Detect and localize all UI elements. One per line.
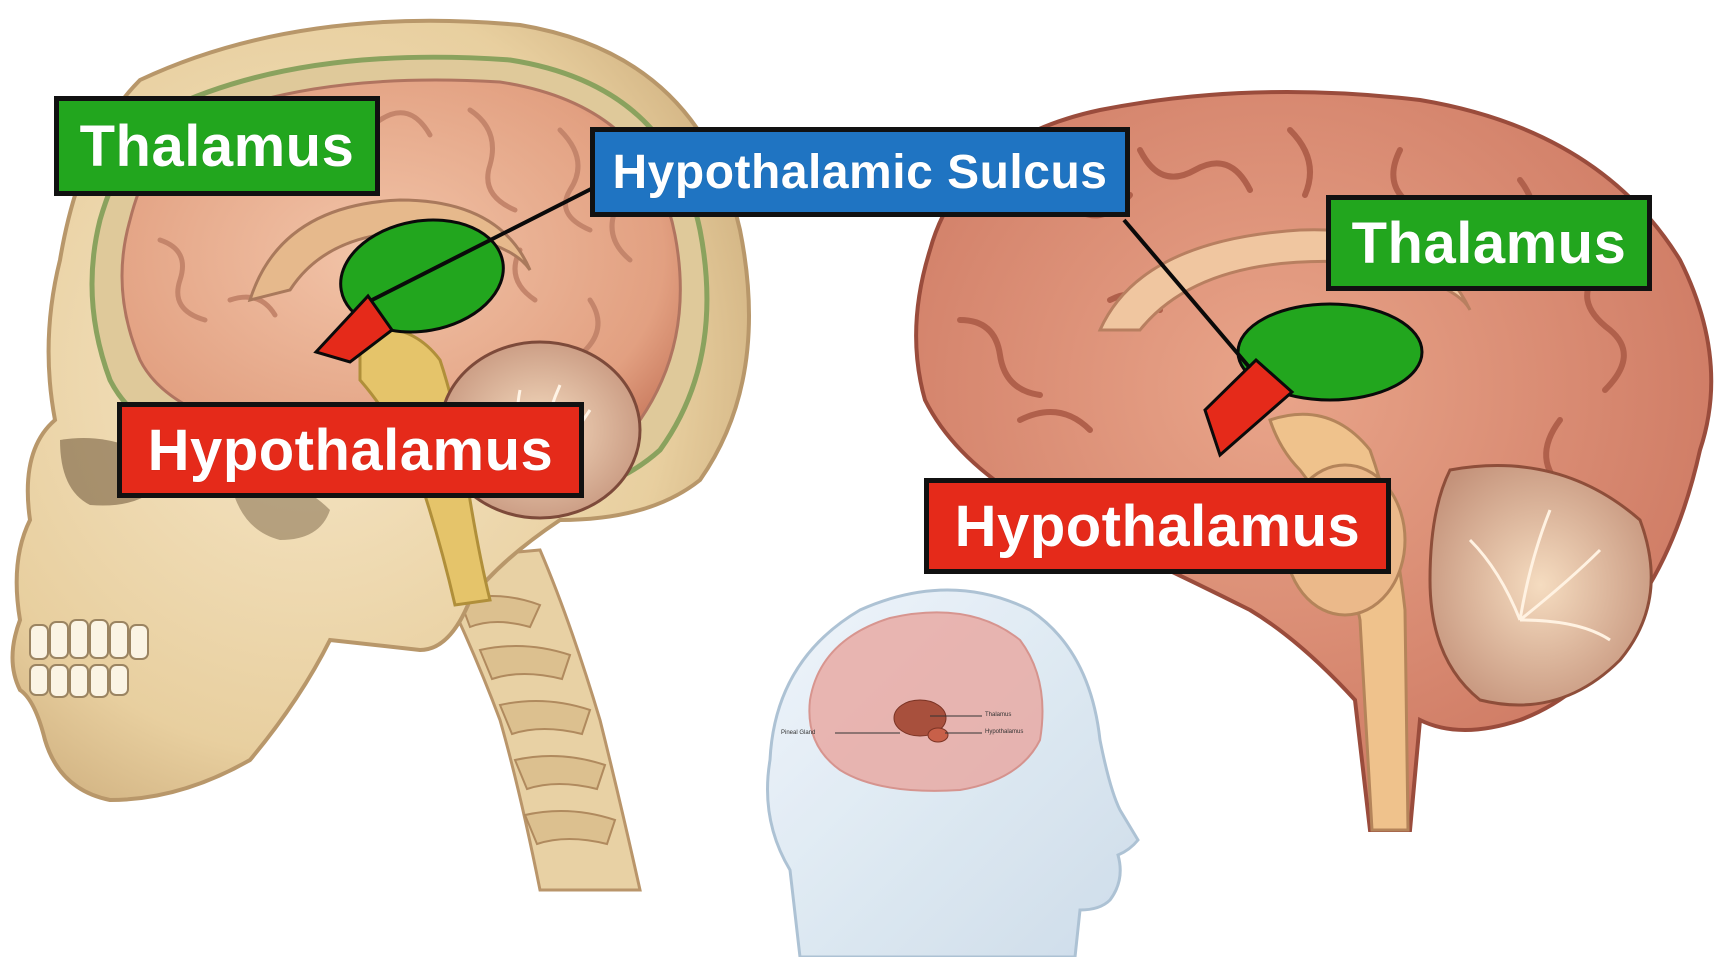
- thalamus-label-left: Thalamus: [54, 96, 380, 196]
- hypothalamus-label-right: Hypothalamus: [924, 478, 1391, 574]
- hypothalamus-label-left: Hypothalamus: [117, 402, 584, 498]
- head-silhouette-inset: [768, 590, 1139, 957]
- thalamus-label-right: Thalamus: [1326, 195, 1652, 291]
- inset-pineal-label: Pineal Gland: [781, 730, 815, 736]
- inset-hypothalamus-label: Hypothalamus: [985, 729, 1023, 735]
- inset-thalamus-label: Thalamus: [985, 712, 1011, 718]
- hypothalamic-sulcus-label: Hypothalamic Sulcus: [590, 127, 1130, 217]
